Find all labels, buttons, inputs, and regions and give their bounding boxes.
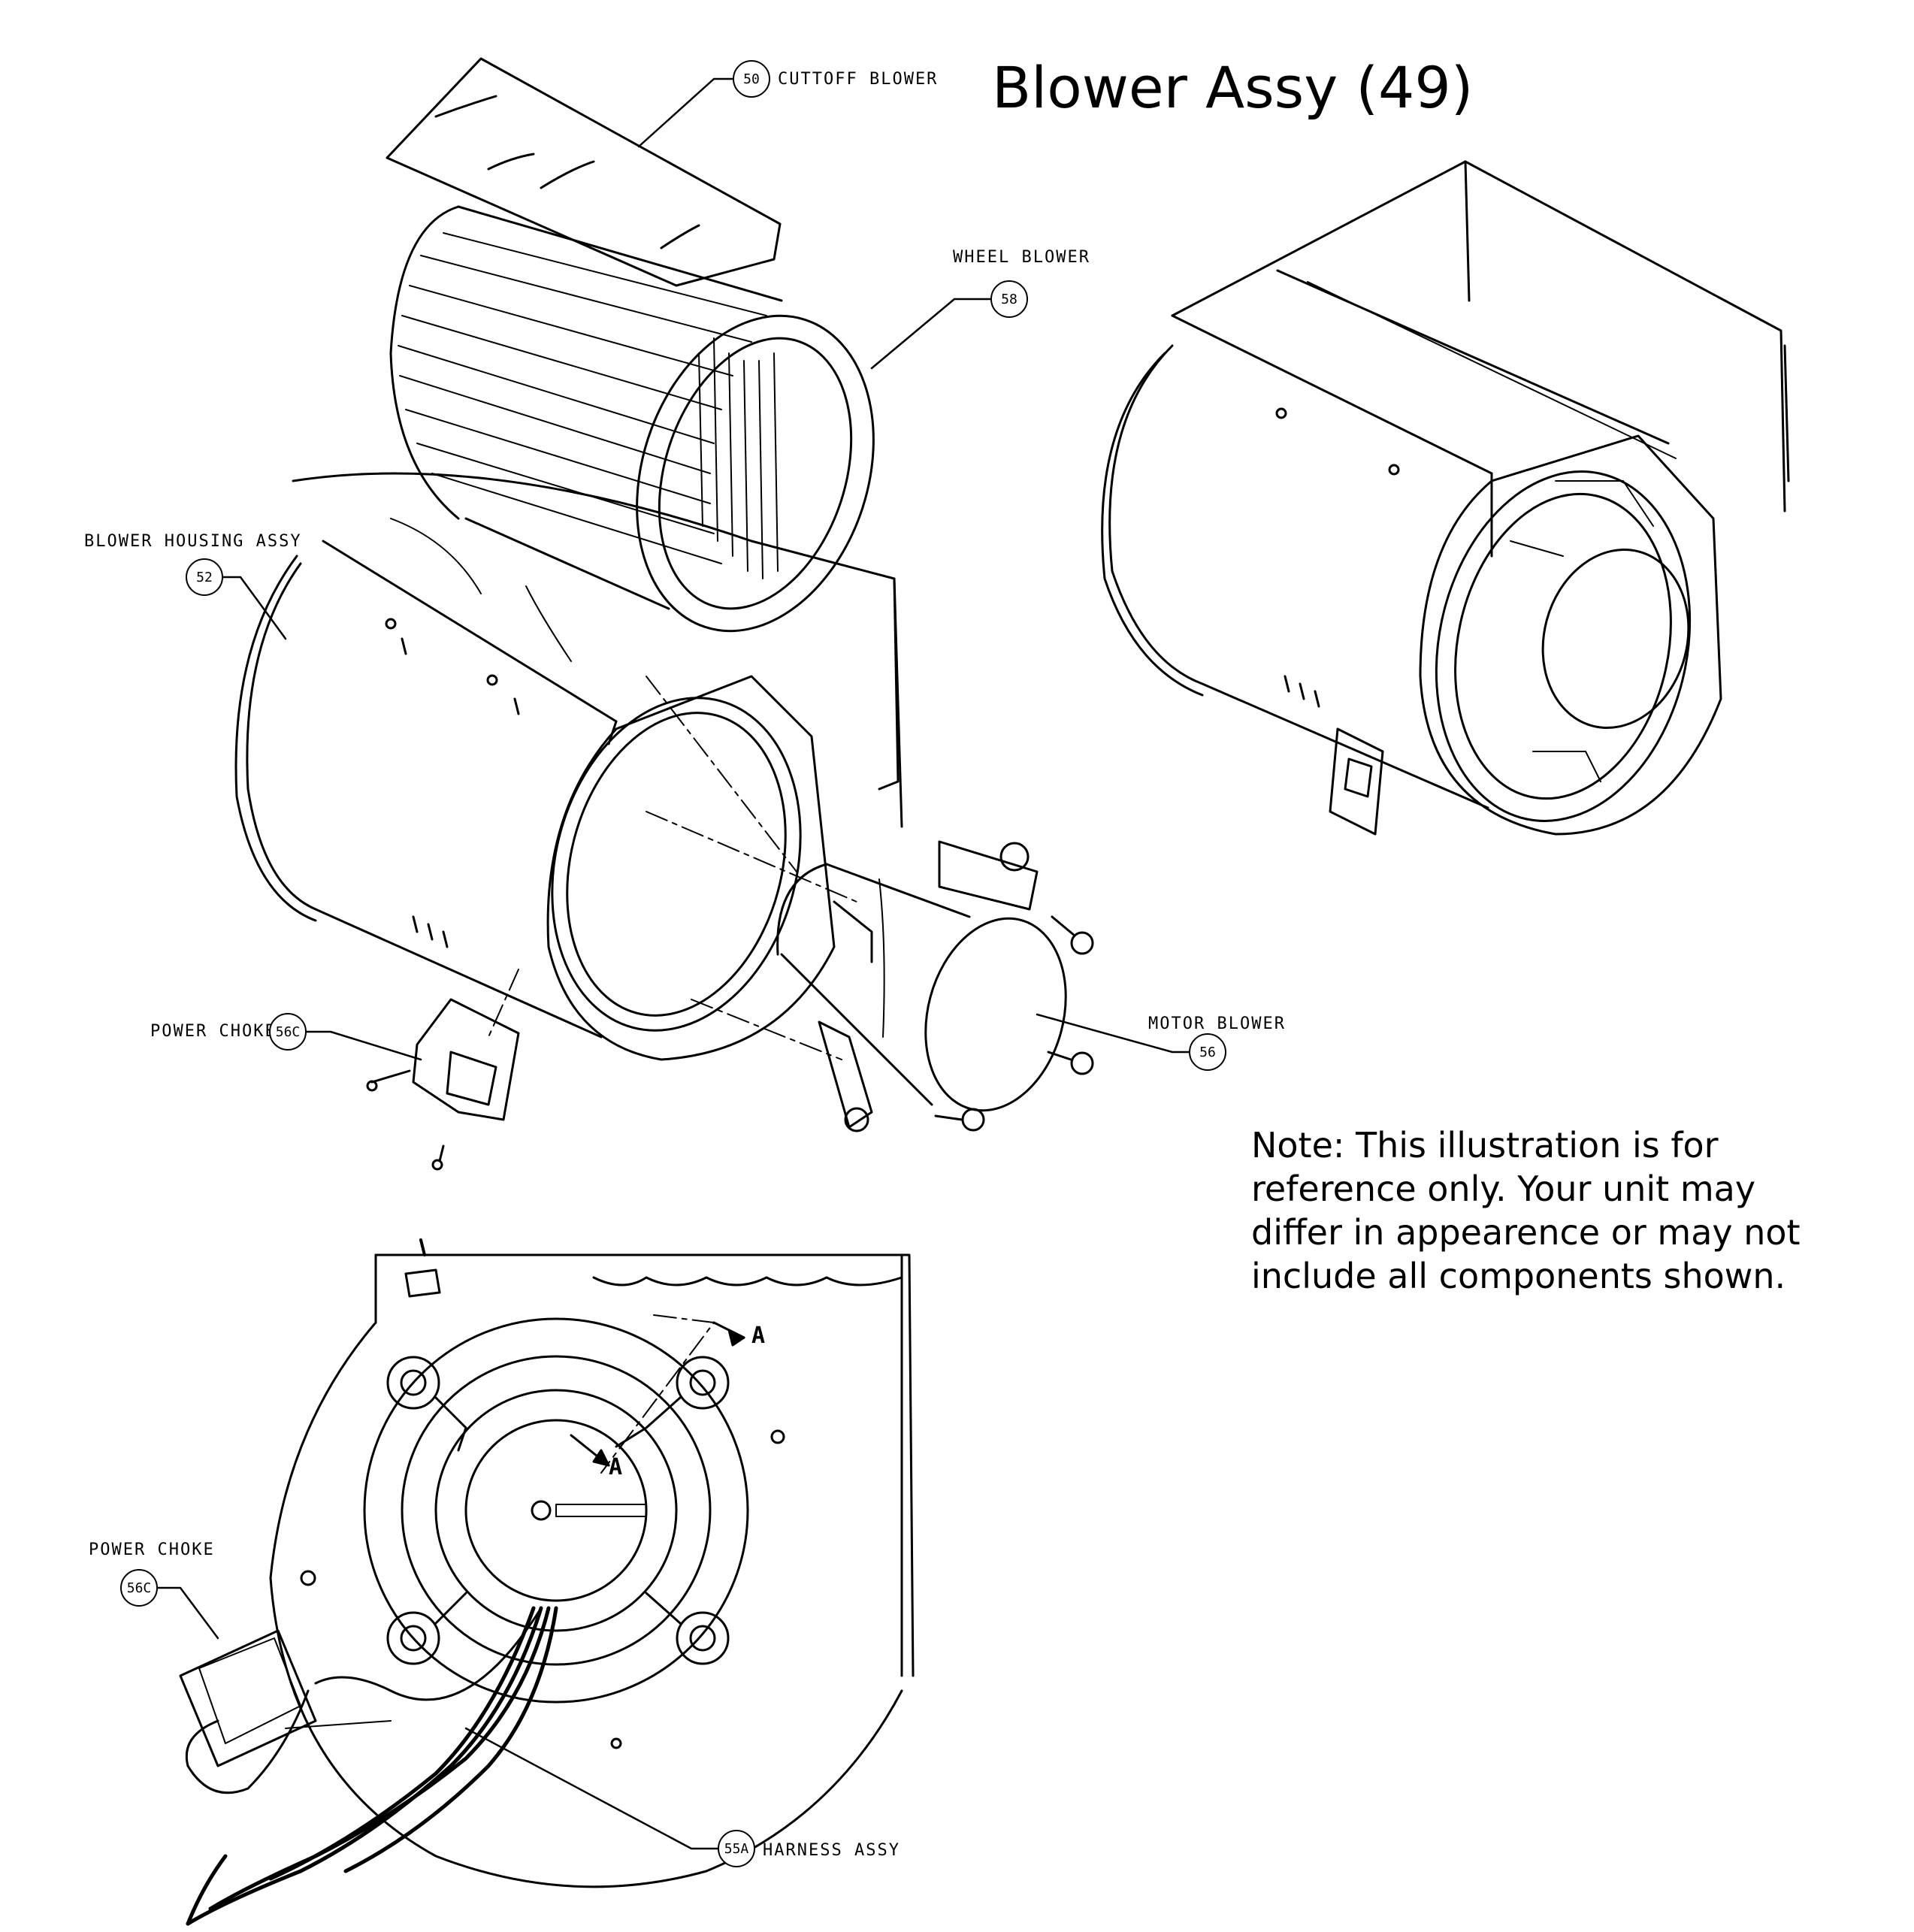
callout-cutoff-label: CUTTOFF BLOWER bbox=[778, 70, 939, 89]
assembled-blower bbox=[1102, 162, 1789, 845]
blower-bottom-view bbox=[180, 1240, 913, 1924]
note-line: reference only. Your unit may bbox=[1251, 1169, 1756, 1209]
callout-motor-number: 56 bbox=[1189, 1033, 1226, 1071]
exploded-centerlines bbox=[488, 676, 857, 1060]
callout-wheel-label: WHEEL BLOWER bbox=[953, 248, 1090, 267]
blower-motor bbox=[778, 842, 1093, 1131]
section-mark-a: A bbox=[609, 1454, 623, 1480]
callout-choke-top-label: POWER CHOKE bbox=[150, 1022, 277, 1041]
note-line: Note: This illustration is for bbox=[1251, 1125, 1719, 1166]
power-choke-exploded bbox=[367, 999, 519, 1169]
callout-choke-bottom-number: 56C bbox=[120, 1569, 158, 1607]
note-line: include all components shown. bbox=[1251, 1256, 1786, 1296]
callout-harness-label: HARNESS ASSY bbox=[763, 1841, 900, 1860]
section-mark-a: A bbox=[751, 1323, 766, 1349]
leader-lines bbox=[158, 79, 1189, 1849]
callout-choke-bottom-label: POWER CHOKE bbox=[89, 1540, 215, 1559]
callout-cutoff-number: 50 bbox=[733, 60, 770, 98]
blower-wheel bbox=[391, 207, 912, 662]
callout-motor-label: MOTOR BLOWER bbox=[1148, 1014, 1286, 1033]
callout-harness-number: 55A bbox=[718, 1830, 755, 1867]
cutoff-blower-plate bbox=[387, 59, 780, 286]
callout-wheel-number: 58 bbox=[990, 280, 1028, 318]
callout-housing-label: BLOWER HOUSING ASSY bbox=[84, 532, 302, 551]
note-line: differ in appearence or may not bbox=[1251, 1212, 1801, 1253]
reference-note: Note: This illustration is for reference… bbox=[1251, 1123, 1837, 1298]
callout-choke-top-number: 56C bbox=[269, 1013, 307, 1051]
diagram-title: Blower Assy (49) bbox=[992, 54, 1474, 121]
blower-housing bbox=[236, 473, 902, 1060]
callout-housing-number: 52 bbox=[186, 558, 223, 596]
